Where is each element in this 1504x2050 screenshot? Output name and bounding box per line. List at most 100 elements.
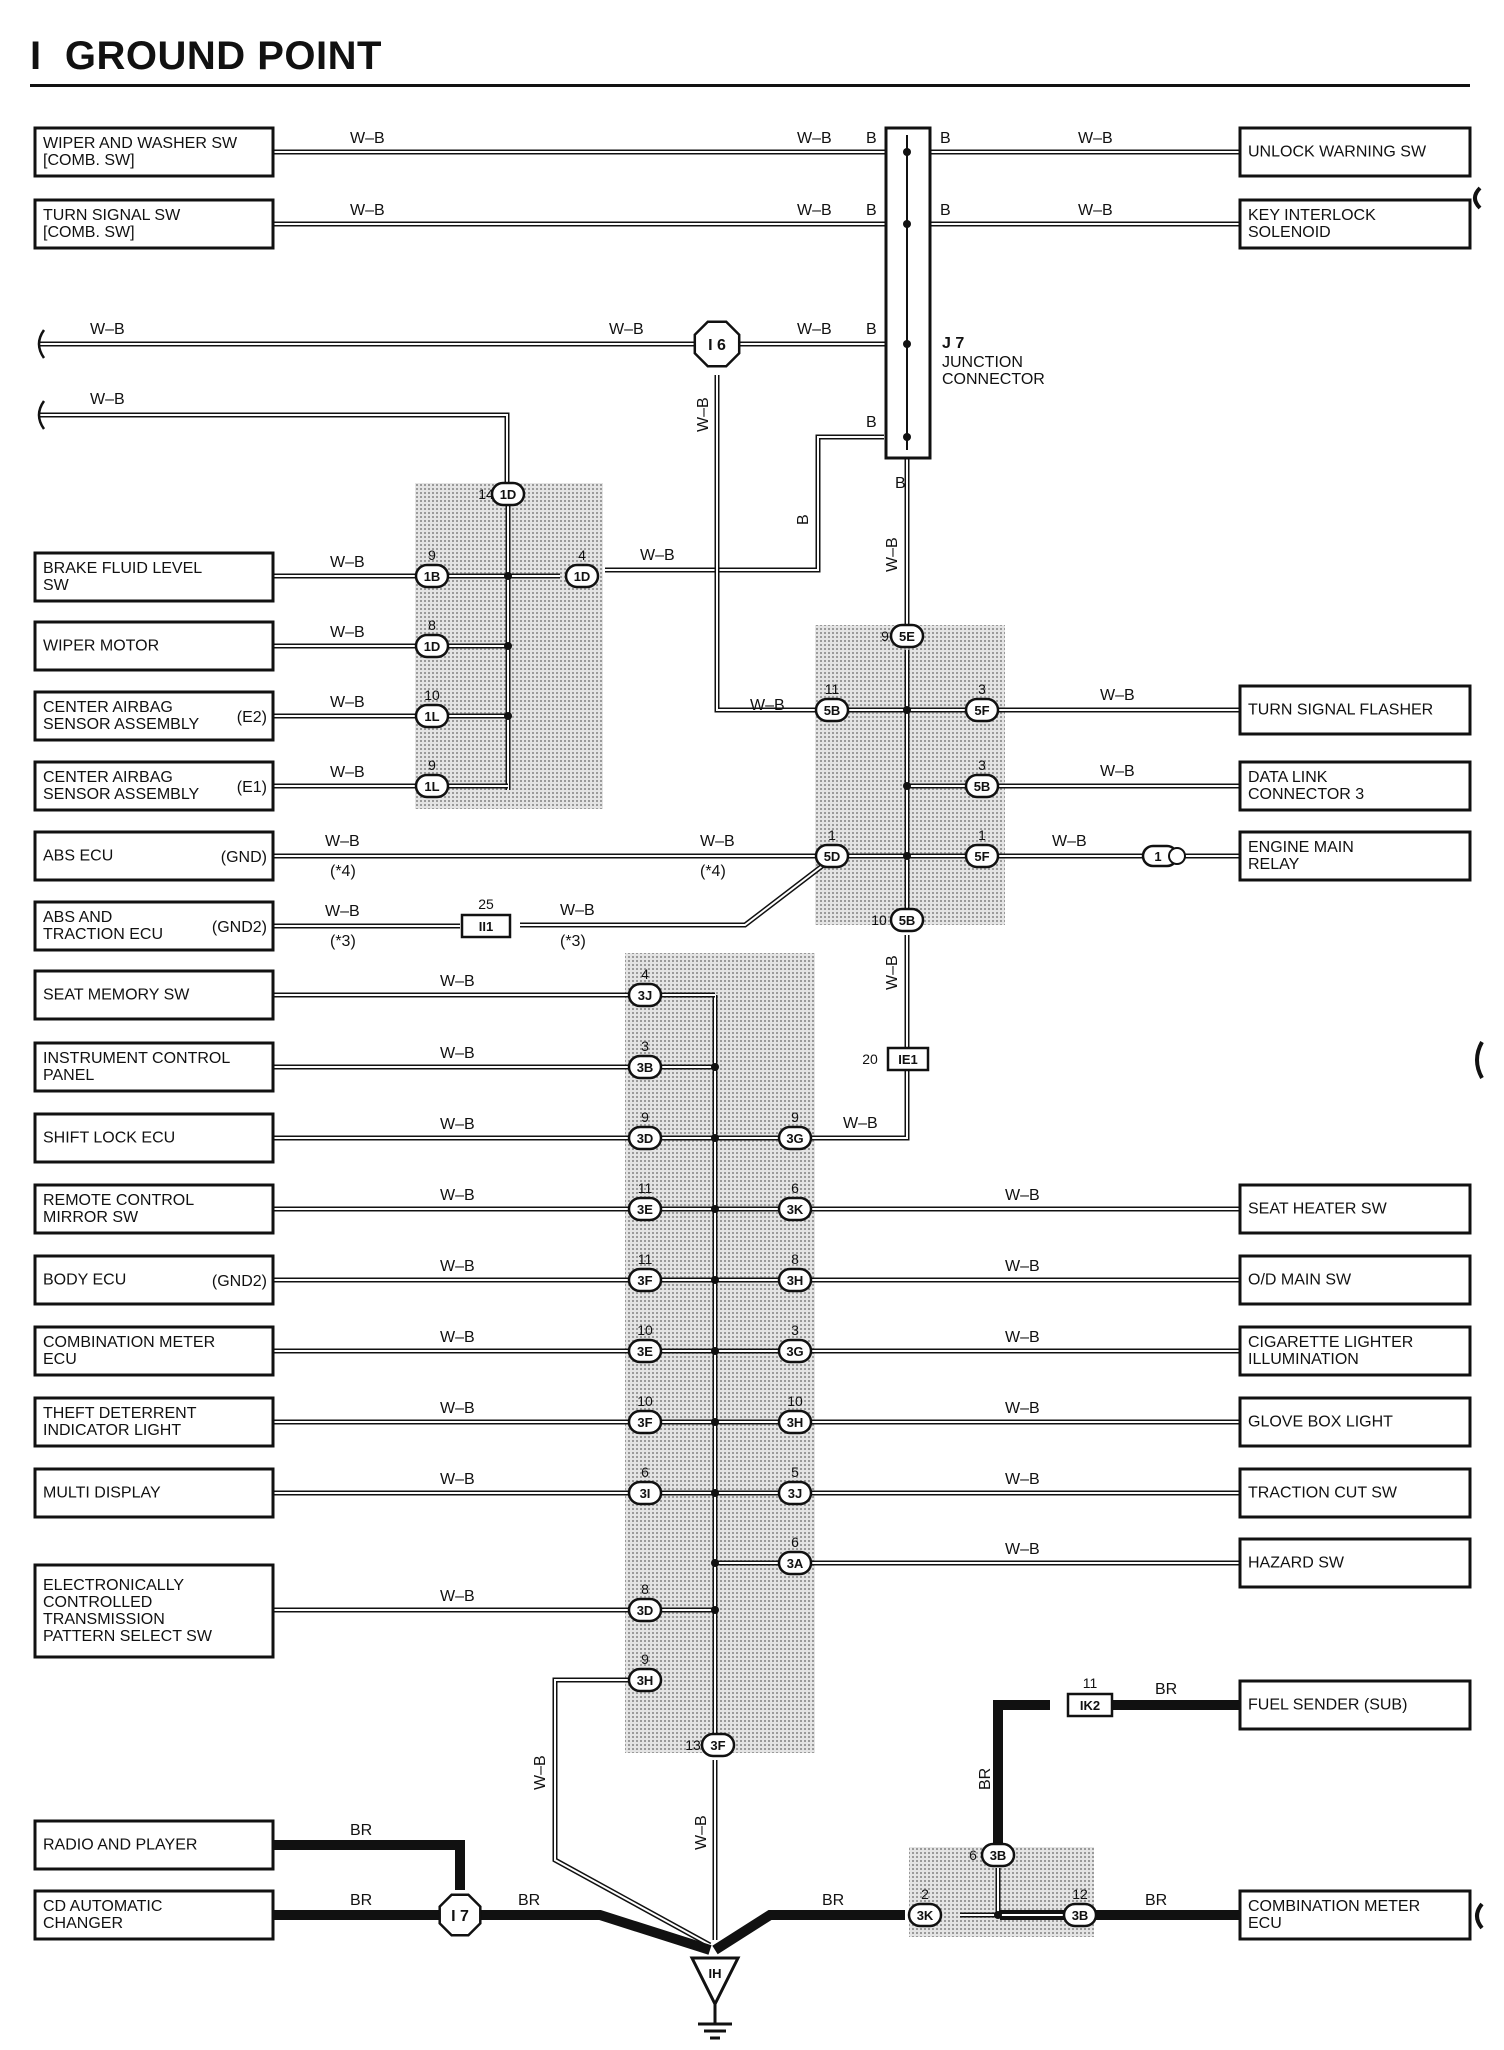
connector-3h-8: 3H8 xyxy=(777,1251,813,1293)
pin-number: 4 xyxy=(641,966,649,982)
wire-color-label: B xyxy=(940,202,951,219)
component-label: SEAT HEATER SW xyxy=(1248,1201,1388,1218)
wire-color-label: W–B xyxy=(609,321,644,338)
svg-text:5F: 5F xyxy=(974,849,989,864)
wire-color-label: W–B xyxy=(330,554,365,571)
component-label: CONTROLLED xyxy=(43,1594,152,1611)
component-label: PANEL xyxy=(43,1067,94,1084)
svg-text:5B: 5B xyxy=(974,779,991,794)
junction-dot xyxy=(504,642,512,650)
pin-number: 5 xyxy=(791,1464,799,1480)
component-unlock-warning-sw: UNLOCK WARNING SW xyxy=(1238,126,1472,178)
junction-dot xyxy=(903,782,911,790)
connector-1l-9: 1L9 xyxy=(414,757,450,799)
connector-3b-6: 3B6 xyxy=(969,1842,1016,1868)
note-n4a: (*4) xyxy=(330,863,356,880)
pin-number: 6 xyxy=(641,1464,649,1480)
svg-text:3G: 3G xyxy=(786,1131,803,1146)
wire-color-label: W–B xyxy=(1052,833,1087,850)
splice-i7: I 7 xyxy=(438,1893,482,1937)
component-body-ecu: BODY ECU(GND2) xyxy=(33,1254,275,1306)
svg-text:5F: 5F xyxy=(974,703,989,718)
svg-text:3J: 3J xyxy=(638,988,652,1003)
wire-color-label: W–B xyxy=(797,130,832,147)
component-label: TRACTION CUT SW xyxy=(1248,1485,1398,1502)
pin-number: 25 xyxy=(478,896,494,912)
component-glove-box-light: GLOVE BOX LIGHT xyxy=(1238,1396,1472,1448)
wire-ie1-to-3g xyxy=(805,1070,910,1141)
svg-text:IK2: IK2 xyxy=(1080,1698,1100,1713)
svg-text:5B: 5B xyxy=(899,913,916,928)
note-n3a: (*3) xyxy=(330,933,356,950)
component-multi-display: MULTI DISPLAY xyxy=(33,1467,275,1519)
pin-number: 3 xyxy=(978,757,986,773)
wire-color-label: W–B xyxy=(440,973,475,990)
component-tag: (E1) xyxy=(237,779,267,796)
wire-color-label: W–B xyxy=(440,1045,475,1062)
component-label: SOLENOID xyxy=(1248,224,1331,241)
pin-number: 1 xyxy=(828,827,836,843)
wire-color-label: W–B xyxy=(330,624,365,641)
wire-color-label: W–B xyxy=(532,1755,549,1790)
junction-dot xyxy=(711,1205,719,1213)
wire-5d-to-ii1 xyxy=(520,858,832,928)
pin-number: 10 xyxy=(424,687,440,703)
component-label: CONNECTOR 3 xyxy=(1248,786,1364,803)
ground-label: IH xyxy=(709,1966,722,1981)
pin-number: 1 xyxy=(978,827,986,843)
wire-color-label: W–B xyxy=(797,202,832,219)
component-label: KEY INTERLOCK xyxy=(1248,207,1376,224)
component-label: SEAT MEMORY SW xyxy=(43,987,190,1004)
connector-3g-9: 3G9 xyxy=(777,1109,813,1151)
wire-color-label: W–B xyxy=(440,1116,475,1133)
junction-dot xyxy=(711,1606,719,1614)
component-label: CENTER AIRBAG xyxy=(43,699,173,716)
connector-1d-4: 1D4 xyxy=(564,547,600,589)
wire-color-label: W–B xyxy=(1100,763,1135,780)
svg-text:3E: 3E xyxy=(637,1202,653,1217)
wire-color-label: B xyxy=(866,130,877,147)
component-abs-ecu: ABS ECU(GND) xyxy=(33,830,275,882)
connector-5e-9: 5E9 xyxy=(881,623,925,649)
br-radio-player xyxy=(273,1840,465,1890)
connector-5b-3: 5B3 xyxy=(964,757,1000,799)
component-turn-signal-sw: TURN SIGNAL SW[COMB. SW] xyxy=(33,198,275,250)
component-label: ABS ECU xyxy=(43,848,113,865)
note-n3b: (*3) xyxy=(560,933,586,950)
connector-3h-9: 3H9 xyxy=(627,1651,663,1693)
junction-dot xyxy=(711,1489,719,1497)
wire-color-label: W–B xyxy=(90,391,125,408)
wire-color-label: W–B xyxy=(440,1329,475,1346)
connector-3d-8: 3D8 xyxy=(627,1581,663,1623)
connector-3k-2: 3K2 xyxy=(907,1886,943,1928)
svg-text:3B: 3B xyxy=(637,1060,654,1075)
component-label: SENSOR ASSEMBLY xyxy=(43,786,200,803)
wire-color-label: W–B xyxy=(1100,687,1135,704)
component-label: BRAKE FLUID LEVEL xyxy=(43,560,202,577)
ground-point-ih: IH xyxy=(689,1956,741,2040)
connector-1d-8: 1D8 xyxy=(414,617,450,659)
component-tag: (E2) xyxy=(237,709,267,726)
wire-color-label: W–B xyxy=(325,903,360,920)
wire-color-label: W–B xyxy=(350,202,385,219)
wire-color-label: B xyxy=(866,202,877,219)
wire-color-label: BR xyxy=(350,1822,372,1839)
component-label: TRANSMISSION xyxy=(43,1611,165,1628)
connector-3j-5: 3J5 xyxy=(777,1464,813,1506)
pin-number: 9 xyxy=(641,1109,649,1125)
wire-color-label: W–B xyxy=(440,1471,475,1488)
component-label: ENGINE MAIN xyxy=(1248,839,1354,856)
